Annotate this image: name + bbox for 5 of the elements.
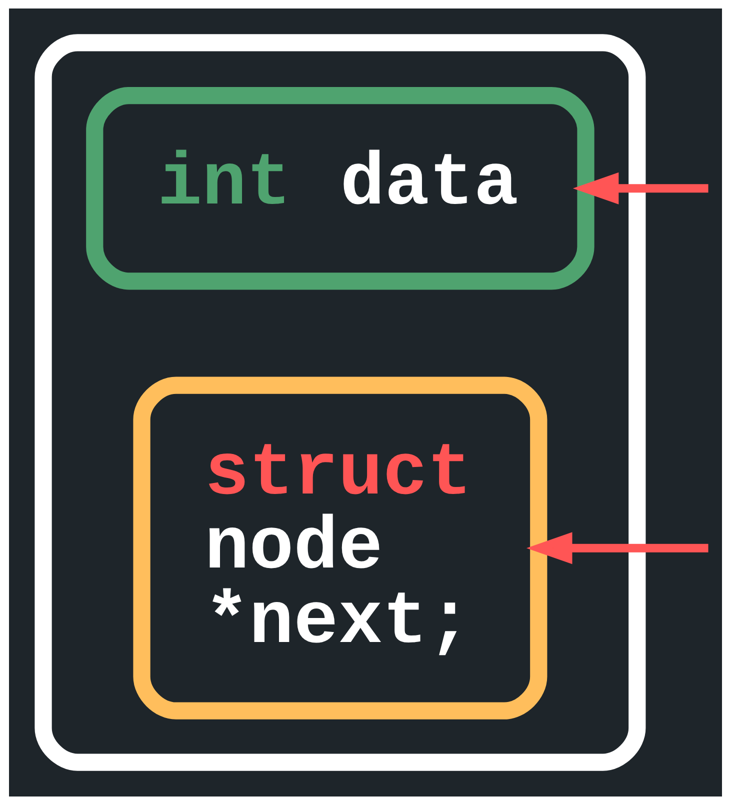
arrow	[526, 532, 708, 564]
cluster	[34, 34, 646, 771]
arrow	[572, 172, 708, 204]
node-box: struct node *next;	[133, 376, 548, 720]
node-box: int data	[86, 87, 594, 290]
